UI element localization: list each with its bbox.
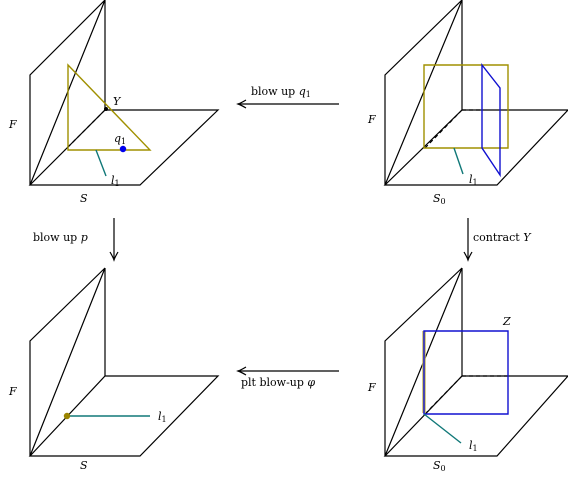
base-plane-S0 [383,109,568,186]
label-F: F [367,381,376,394]
label-l1: l1 [469,439,478,453]
arrow-top: blow up q1 [236,85,339,109]
label-l1: l1 [469,173,478,187]
arrow-right-label: contract Y [473,231,532,244]
label-Z: Z [502,315,511,328]
label-F: F [8,385,17,398]
base-plane-S [28,375,220,457]
hidden-edge [64,109,106,151]
label-S: S [80,459,88,472]
curve-l1 [95,149,107,177]
label-F: F [367,113,376,126]
arrow-left: blow up p [33,218,119,262]
exceptional-plane-blue [481,62,501,178]
panel-top-left: F Y q1 l1 S [8,0,220,205]
label-S: S [80,192,88,205]
hidden-edge-2 [425,375,463,414]
label-q1: q1 [114,132,126,146]
arrow-bottom-label: plt blow-up φ [241,376,315,389]
label-S0: S0 [433,192,446,206]
hidden-edge [424,109,463,149]
fiber-plane-F [29,267,106,457]
panel-top-right: F l1 S0 [367,0,568,206]
point-q1 [119,145,127,153]
arrow-bottom-head [236,366,247,376]
exceptional-triangle [67,63,152,151]
label-F: F [8,118,17,131]
arrow-left-label: blow up p [33,231,88,244]
label-Y: Y [113,95,122,108]
arrow-top-label: blow up q1 [251,85,311,99]
point-p [63,412,71,420]
panel-bottom-left: F l1 S [8,267,220,472]
curve-l1 [423,413,462,444]
exceptional-square-olive [423,64,509,149]
arrow-bottom: plt blow-up φ [236,366,339,389]
label-l1: l1 [158,410,167,424]
point-y-marker [104,107,108,111]
arrow-right-head [463,251,473,262]
exceptional-square-Z [423,330,509,415]
label-S0: S0 [433,459,446,473]
arrow-right: contract Y [463,218,532,262]
arrow-left-head [109,251,119,262]
curve-l1 [453,147,464,175]
arrow-top-head [236,99,247,109]
label-l1: l1 [111,174,120,188]
panel-bottom-right: F Z l1 S0 [367,267,568,473]
